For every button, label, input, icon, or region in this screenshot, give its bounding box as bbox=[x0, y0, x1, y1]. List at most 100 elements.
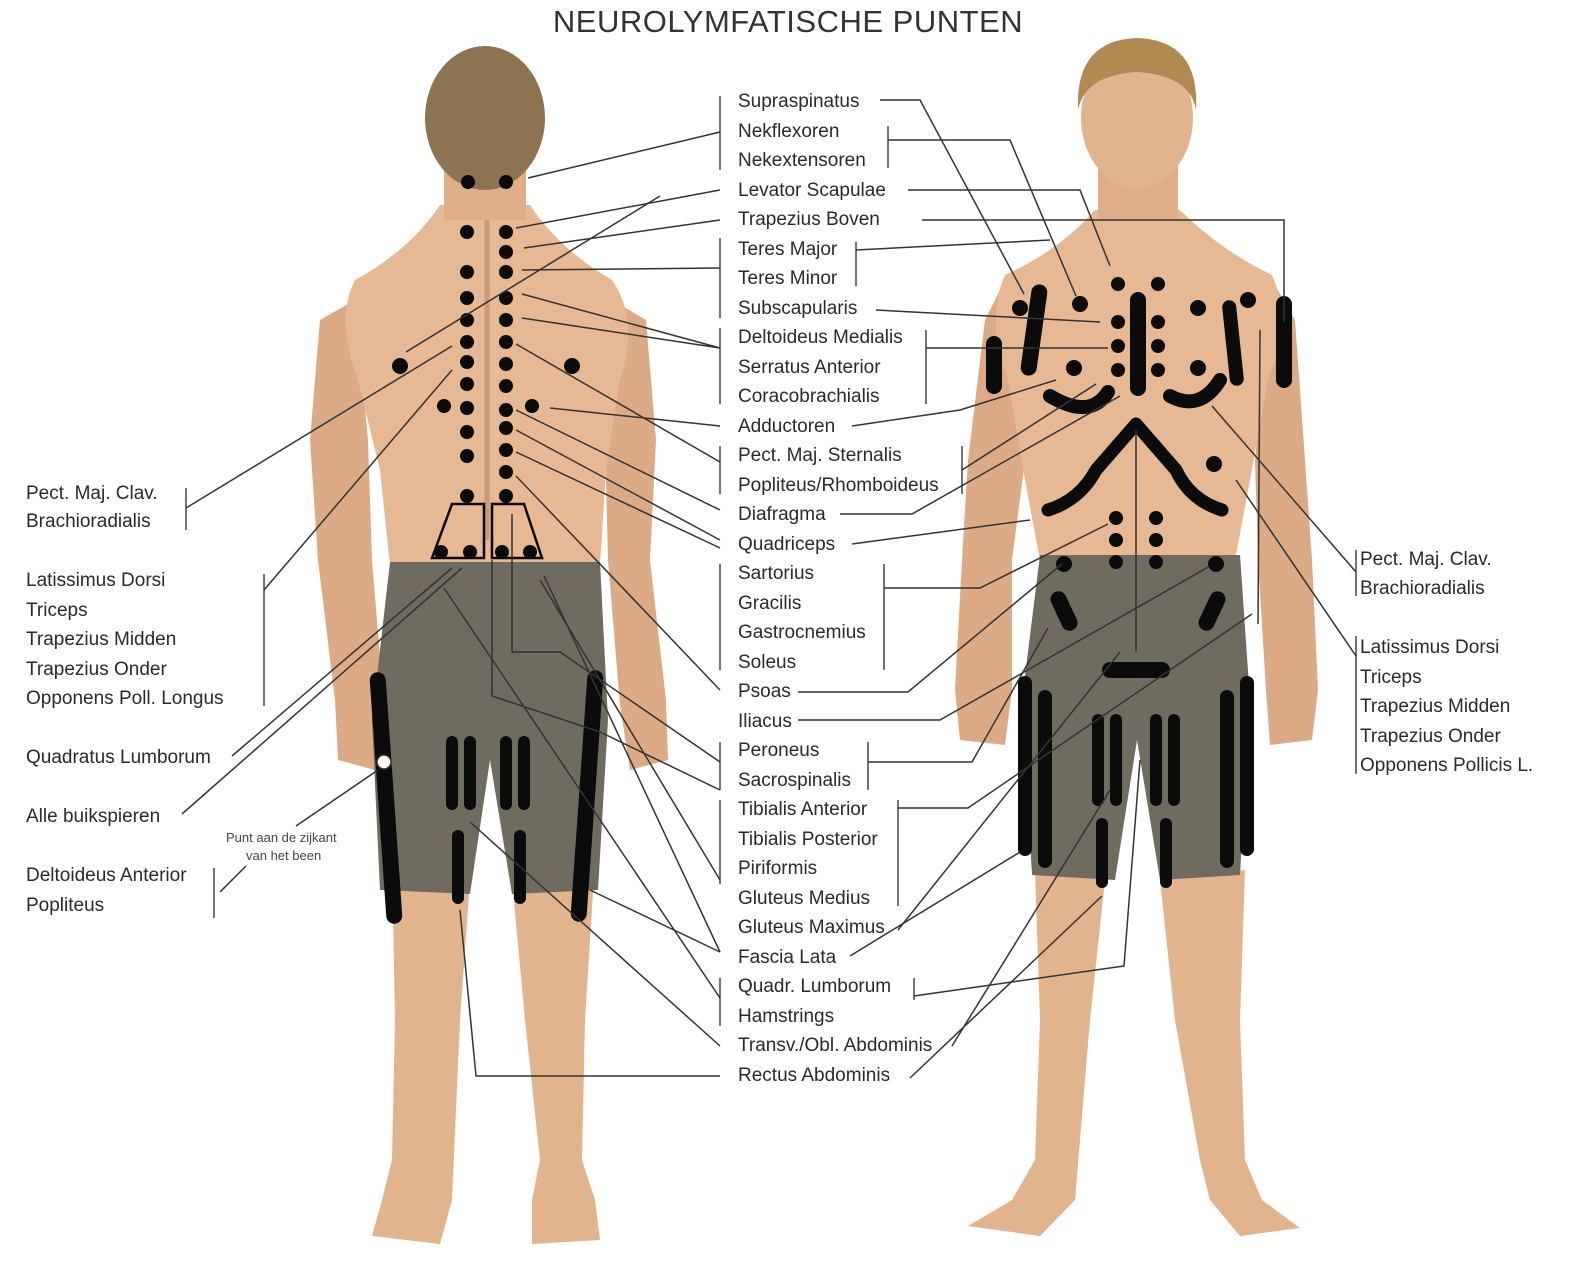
marker-sacral-4 bbox=[523, 545, 537, 559]
marker-front-thigh-2 bbox=[1038, 690, 1052, 868]
marker-sternum-r3 bbox=[1151, 363, 1165, 377]
marker-spine-l5 bbox=[460, 335, 474, 349]
marker-front-thigh-7 bbox=[1096, 818, 1108, 888]
marker-sacral-2 bbox=[463, 545, 477, 559]
label-left-alle-buikspieren: Alle buikspieren bbox=[26, 806, 161, 827]
front-hair bbox=[1077, 38, 1197, 110]
marker-back-mid-right bbox=[525, 399, 539, 413]
label-deltoideus-medialis: Deltoideus Medialis bbox=[738, 327, 903, 348]
marker-spine-l9 bbox=[460, 425, 474, 439]
marker-front-thigh-3 bbox=[1092, 714, 1104, 806]
marker-front-thigh-6 bbox=[1168, 714, 1180, 806]
marker-arm-left-lower bbox=[986, 336, 1002, 394]
label-teres-minor: Teres Minor bbox=[738, 268, 838, 289]
marker-front-upper-2 bbox=[1111, 277, 1125, 291]
marker-arc-right bbox=[1163, 373, 1227, 409]
marker-spine-r7 bbox=[499, 357, 513, 371]
side-note-line2: van het been bbox=[246, 848, 322, 863]
label-right-latissimus-dorsi: Latissimus Dorsi bbox=[1360, 637, 1500, 658]
side-note-line1: Punt aan de zijkant bbox=[226, 830, 337, 845]
label-transv-obl-abdominis: Transv./Obl. Abdominis bbox=[738, 1035, 933, 1056]
label-left-latissimus-dorsi: Latissimus Dorsi bbox=[26, 570, 166, 591]
label-quadr-lumborum: Quadr. Lumborum bbox=[738, 976, 892, 997]
marker-scapula-left bbox=[392, 358, 408, 374]
label-gluteus-maximus: Gluteus Maximus bbox=[738, 917, 885, 938]
label-left-pect-maj-clav: Pect. Maj. Clav. bbox=[26, 483, 158, 504]
diagram-title: NEUROLYMFATISCHE PUNTEN bbox=[552, 4, 1024, 39]
marker-back-ham-3 bbox=[500, 736, 512, 810]
marker-navel-1 bbox=[1109, 511, 1123, 525]
marker-sternum-bar bbox=[1130, 292, 1146, 396]
front-right-leg bbox=[1160, 870, 1300, 1236]
marker-spine-r8 bbox=[499, 379, 513, 393]
label-sartorius: Sartorius bbox=[738, 563, 815, 584]
marker-back-ham-5 bbox=[452, 830, 464, 904]
marker-front-thigh-1 bbox=[1018, 676, 1032, 856]
marker-front-shoulder-left bbox=[1012, 300, 1028, 316]
back-figure bbox=[310, 46, 668, 1244]
marker-neck-left bbox=[461, 175, 475, 189]
marker-hip-left bbox=[1056, 556, 1072, 572]
marker-spine-r11 bbox=[499, 443, 513, 457]
label-gracilis: Gracilis bbox=[738, 593, 802, 614]
marker-spine-l3 bbox=[460, 291, 474, 305]
marker-arm-right-lower bbox=[1276, 296, 1292, 388]
marker-spine-r3 bbox=[499, 265, 513, 279]
label-left-trapezius-onder: Trapezius Onder bbox=[26, 659, 167, 680]
front-markers bbox=[986, 277, 1292, 888]
marker-front-thigh-5 bbox=[1150, 714, 1162, 806]
marker-spine-r1 bbox=[499, 225, 513, 239]
label-tibialis-anterior: Tibialis Anterior bbox=[738, 799, 868, 820]
marker-neck-right bbox=[499, 175, 513, 189]
marker-spine-r6 bbox=[499, 335, 513, 349]
marker-navel-4 bbox=[1149, 533, 1163, 547]
label-iliacus: Iliacus bbox=[738, 711, 792, 732]
back-shorts bbox=[372, 562, 608, 894]
marker-spine-r12 bbox=[499, 465, 513, 479]
marker-spine-l1 bbox=[460, 225, 474, 239]
marker-back-ham-2 bbox=[464, 736, 476, 810]
marker-sacral-trapezoid-right bbox=[490, 502, 544, 560]
marker-spine-l7 bbox=[460, 377, 474, 391]
label-hamstrings: Hamstrings bbox=[738, 1006, 835, 1027]
label-nekflexoren: Nekflexoren bbox=[738, 121, 840, 142]
label-peroneus: Peroneus bbox=[738, 740, 820, 761]
label-left-deltoideus-anterior: Deltoideus Anterior bbox=[26, 865, 187, 886]
marker-rib-right bbox=[1190, 360, 1206, 376]
back-head bbox=[425, 46, 545, 190]
label-left-brachioradialis: Brachioradialis bbox=[26, 511, 151, 532]
label-quadriceps: Quadriceps bbox=[738, 534, 836, 555]
label-left-triceps: Triceps bbox=[26, 600, 88, 621]
label-left-quadratus-lumborum: Quadratus Lumborum bbox=[26, 747, 211, 768]
marker-spine-r4 bbox=[499, 291, 513, 305]
label-trapezius-boven: Trapezius Boven bbox=[738, 209, 880, 230]
back-right-leg bbox=[512, 860, 600, 1244]
marker-front-thigh-4 bbox=[1110, 714, 1122, 806]
label-left-popliteus: Popliteus bbox=[26, 895, 105, 916]
marker-rib-left bbox=[1066, 360, 1082, 376]
marker-arm-right-upper bbox=[1222, 300, 1244, 386]
marker-front-upper-1 bbox=[1072, 296, 1088, 312]
marker-front-upper-4 bbox=[1190, 300, 1206, 316]
marker-back-leg-outer-right bbox=[570, 670, 604, 922]
marker-arm-left-upper bbox=[1020, 284, 1048, 376]
marker-spine-r5 bbox=[499, 313, 513, 327]
marker-spine-l11 bbox=[460, 489, 474, 503]
marker-spine-r13 bbox=[499, 489, 513, 503]
marker-sacral-1 bbox=[434, 545, 448, 559]
marker-front-thigh-8 bbox=[1160, 818, 1172, 888]
front-shorts bbox=[1022, 555, 1250, 880]
label-diafragma: Diafragma bbox=[738, 504, 826, 525]
label-teres-major: Teres Major bbox=[738, 239, 838, 260]
marker-back-leg-outer-left bbox=[369, 672, 403, 924]
label-coracobrachialis: Coracobrachialis bbox=[738, 386, 880, 407]
back-right-arm bbox=[605, 300, 668, 770]
marker-sternum-l2 bbox=[1111, 339, 1125, 353]
label-supraspinatus: Supraspinatus bbox=[738, 91, 860, 112]
label-gastrocnemius: Gastrocnemius bbox=[738, 622, 866, 643]
marker-pubic-bar bbox=[1102, 662, 1170, 678]
label-right-trapezius-midden: Trapezius Midden bbox=[1360, 696, 1511, 717]
marker-groin-left bbox=[1050, 591, 1078, 631]
marker-back-ham-4 bbox=[518, 736, 530, 810]
